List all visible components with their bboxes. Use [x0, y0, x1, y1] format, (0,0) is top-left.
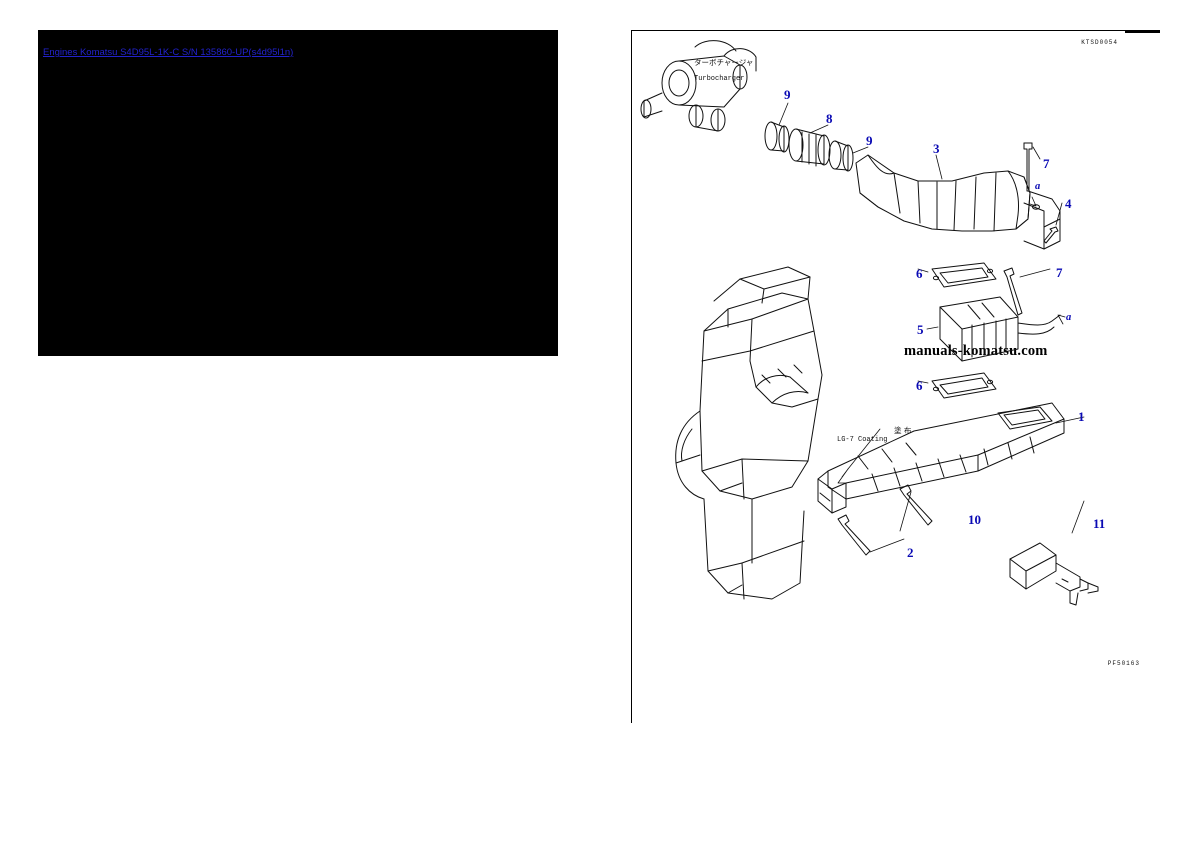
diagram-linework [640, 40, 1099, 606]
callout-number-11: 11 [1093, 516, 1106, 531]
callout-number-10: 10 [968, 512, 981, 527]
left-preview-panel: Engines Komatsu S4D95L-1K-C S/N 135860-U… [38, 30, 558, 356]
turbocharger-label-en: Turbocharger [694, 75, 745, 83]
watermark-text: manuals-komatsu.com [904, 343, 1048, 359]
parts-diagram: KTSD0054 PF50163 manuals-komatsu.com ターボ… [631, 30, 1160, 723]
callout-number-6a: 6 [916, 266, 923, 281]
callout-number-3: 3 [933, 141, 940, 156]
callout-number-a2: a [1066, 312, 1072, 323]
callout-number-a1: a [1035, 181, 1041, 192]
callout-number-5: 5 [917, 322, 924, 337]
callout-number-8: 8 [826, 111, 833, 126]
sheet-code-bottom: PF50163 [1107, 660, 1140, 667]
frame-top-rule [1125, 31, 1160, 33]
coating-label-jp: 塗 布 [894, 426, 912, 435]
page-title-link[interactable]: Engines Komatsu S4D95L-1K-C S/N 135860-U… [43, 47, 294, 58]
callout-number-9a: 9 [784, 87, 791, 102]
callout-number-7b: 7 [1056, 265, 1063, 280]
callout-number-2: 2 [907, 545, 914, 560]
turbocharger-label-jp: ターボチャージャ [694, 58, 754, 67]
callout-number-6b: 6 [916, 378, 923, 393]
callout-number-4: 4 [1065, 196, 1072, 211]
sheet-code-top: KTSD0054 [1081, 39, 1118, 46]
coating-label-en: LG-7 Coating [837, 436, 888, 444]
callout-number-9b: 9 [866, 133, 873, 148]
callout-number-1: 1 [1078, 409, 1085, 424]
callout-number-7a: 7 [1043, 156, 1050, 171]
